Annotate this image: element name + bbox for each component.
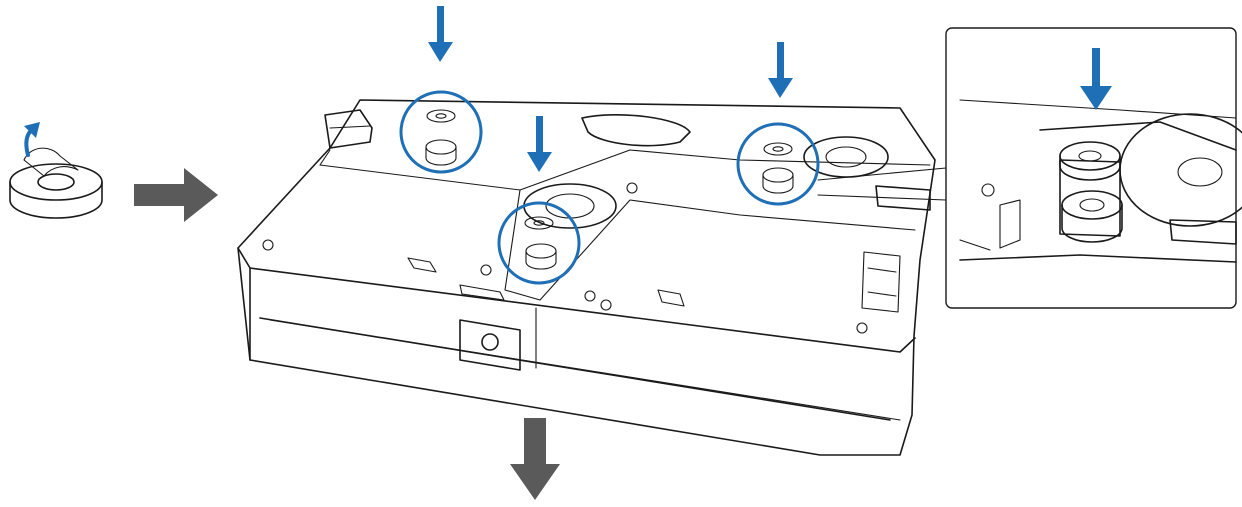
mounting-plate-illustration bbox=[237, 99, 936, 456]
down-arrow-icon bbox=[1080, 48, 1112, 110]
continue-down-arrow-icon bbox=[510, 418, 560, 500]
screw-hole bbox=[600, 299, 612, 311]
detail-inset bbox=[817, 27, 1242, 309]
down-arrow-icon bbox=[527, 116, 552, 172]
rubber-pad-peel-illustration bbox=[9, 122, 103, 219]
screw-hole bbox=[480, 264, 492, 276]
screw-hole bbox=[262, 239, 274, 251]
rubber-pad-location-2 bbox=[497, 201, 581, 285]
down-arrow-icon bbox=[428, 6, 453, 62]
screw-hole bbox=[584, 290, 596, 302]
right-arrow-icon bbox=[134, 168, 218, 222]
screw-hole bbox=[626, 182, 638, 194]
screw-hole bbox=[856, 322, 868, 334]
rubber-pad-location-1 bbox=[399, 90, 483, 174]
down-arrow-icon bbox=[768, 42, 793, 98]
rubber-pad-location-3 bbox=[736, 122, 820, 206]
